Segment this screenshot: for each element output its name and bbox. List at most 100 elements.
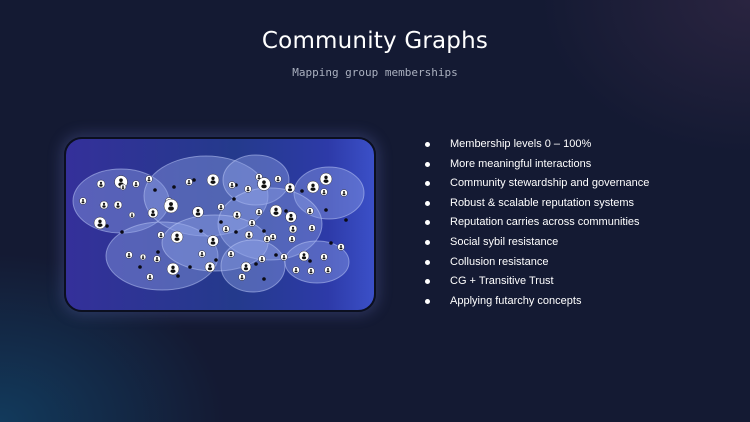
- person-body: [210, 241, 216, 245]
- feature-text: Membership levels 0 – 100%: [450, 138, 592, 150]
- person-body: [310, 187, 316, 191]
- person-icon: [285, 211, 297, 223]
- community-ellipse: [105, 221, 219, 291]
- person-head: [211, 237, 215, 241]
- person-head: [230, 252, 232, 254]
- person-icon: [93, 216, 107, 230]
- person-body: [121, 187, 125, 189]
- member-dot: [199, 229, 203, 233]
- person-icon: [147, 207, 159, 219]
- person-icon: [113, 200, 123, 210]
- slide-title: Community Graphs: [261, 28, 489, 54]
- person-head: [258, 175, 260, 177]
- feature-text: Collusion resistance: [450, 255, 549, 268]
- person-body: [155, 259, 159, 262]
- member-dot: [192, 178, 196, 182]
- person-body: [170, 269, 176, 273]
- person-head: [262, 180, 266, 184]
- person-body: [271, 237, 275, 240]
- person-icon: [204, 261, 216, 273]
- bullet-icon: [425, 220, 430, 226]
- bullet-icon: [425, 259, 430, 265]
- bullet-icon: [425, 279, 430, 285]
- person-body: [246, 189, 250, 192]
- person-body: [247, 235, 251, 238]
- person-head: [309, 209, 311, 211]
- member-dot: [324, 208, 328, 212]
- person-body: [290, 239, 294, 242]
- person-icon: [170, 230, 184, 244]
- member-dot: [232, 197, 236, 201]
- person-head: [323, 255, 325, 257]
- person-icon: [288, 235, 296, 243]
- person-body: [260, 259, 264, 262]
- person-head: [277, 177, 279, 179]
- community-ellipse: [222, 154, 290, 206]
- person-icon: [248, 219, 256, 227]
- feature-item: Robust & scalable reputation systems: [422, 194, 649, 214]
- person-body: [323, 179, 329, 183]
- person-body: [148, 277, 152, 280]
- person-body: [168, 206, 174, 211]
- person-icon: [298, 250, 310, 262]
- person-body: [322, 192, 326, 195]
- person-body: [235, 215, 239, 218]
- person-icon: [125, 251, 133, 259]
- person-head: [225, 227, 227, 229]
- person-head: [266, 237, 268, 239]
- person-icon: [222, 225, 230, 233]
- person-head: [288, 185, 292, 188]
- person-body: [116, 205, 120, 208]
- person-head: [241, 275, 243, 277]
- person-icon: [244, 230, 254, 240]
- feature-item: Membership levels 0 – 100%: [422, 135, 649, 155]
- person-head: [343, 191, 345, 193]
- feature-item: Collusion resistance: [422, 253, 649, 273]
- feature-item: Social sybil resistance: [422, 233, 649, 253]
- person-body: [81, 201, 85, 204]
- person-body: [99, 184, 103, 187]
- slide-subtitle: Mapping group memberships: [292, 66, 458, 79]
- member-dot: [274, 253, 278, 257]
- person-body: [187, 182, 191, 185]
- person-head: [211, 176, 215, 180]
- person-head: [251, 221, 253, 223]
- person-head: [274, 207, 278, 211]
- person-head: [327, 268, 329, 270]
- person-body: [287, 188, 293, 192]
- feature-item: More meaningful interactions: [422, 155, 649, 175]
- person-body: [210, 180, 216, 184]
- person-body: [240, 277, 244, 280]
- person-body: [310, 228, 314, 231]
- person-head: [82, 199, 84, 201]
- person-body: [219, 207, 223, 210]
- person-icon: [319, 172, 333, 186]
- bullet-icon: [425, 142, 430, 147]
- person-body: [130, 215, 134, 217]
- person-body: [243, 267, 249, 271]
- member-dot: [105, 224, 109, 228]
- person-head: [261, 257, 263, 259]
- person-body: [229, 254, 233, 257]
- community-ellipse: [220, 239, 286, 293]
- person-body: [309, 271, 313, 274]
- person-icon: [119, 183, 127, 191]
- person-body: [288, 217, 294, 221]
- person-head: [149, 275, 151, 277]
- person-head: [231, 183, 233, 185]
- member-dot: [172, 185, 176, 189]
- member-dot: [156, 250, 160, 254]
- person-head: [272, 235, 274, 237]
- person-body: [230, 185, 234, 188]
- person-icon: [263, 235, 271, 243]
- member-dot: [188, 265, 192, 269]
- person-body: [150, 213, 156, 217]
- person-body: [195, 212, 201, 216]
- person-head: [220, 205, 222, 207]
- member-dot: [344, 218, 348, 222]
- person-body: [147, 179, 151, 182]
- person-head: [323, 190, 325, 192]
- person-head: [289, 213, 293, 217]
- person-body: [294, 270, 298, 273]
- person-icon: [192, 206, 204, 218]
